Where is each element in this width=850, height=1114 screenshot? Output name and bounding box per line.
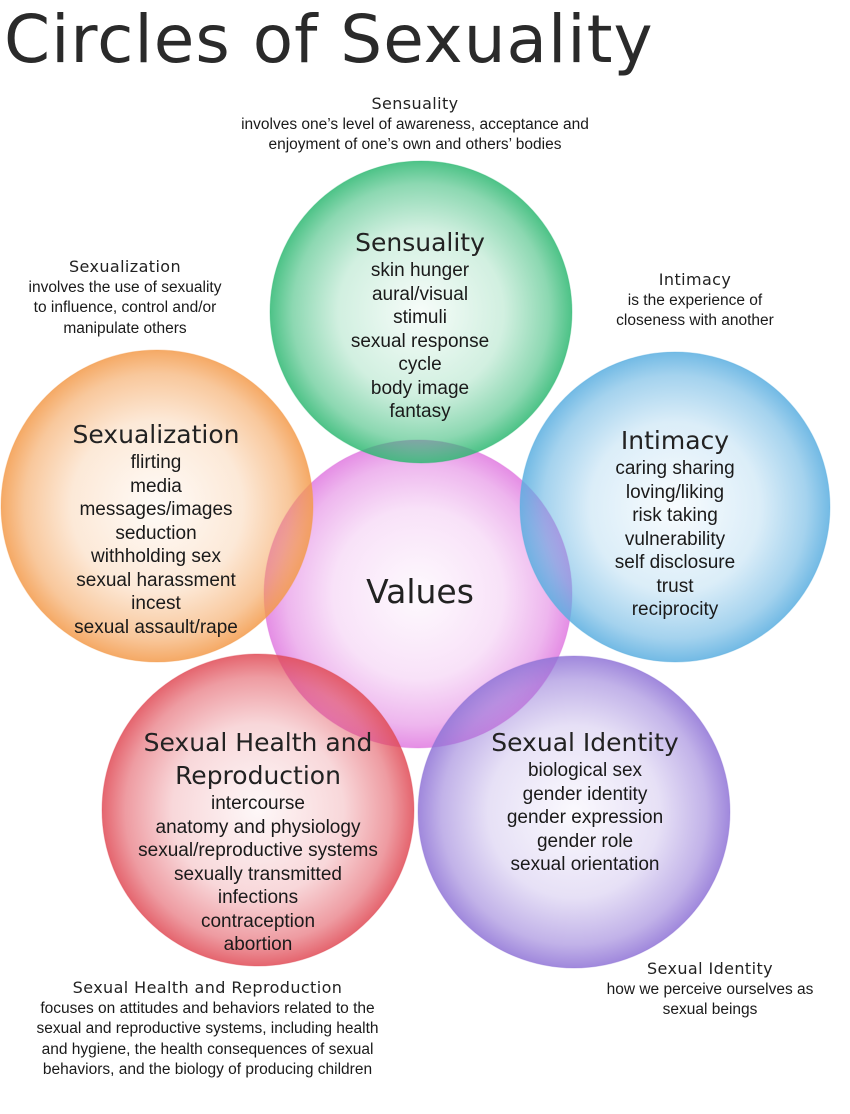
sensuality-item: sexual response — [350, 330, 490, 352]
sexualization-circle — [0, 349, 314, 663]
health-item: anatomy and physiology — [155, 816, 361, 838]
values-label: Values — [366, 572, 474, 611]
intimacy-circle — [519, 351, 831, 663]
intimacy-item: reciprocity — [631, 599, 719, 620]
page-title: Circles of Sexuality — [4, 1, 654, 78]
sensuality-item: fantasy — [389, 401, 451, 422]
identity-note-line: how we perceive ourselves as — [606, 980, 814, 998]
health-item: intercourse — [211, 793, 305, 814]
sexualization-item: incest — [131, 593, 181, 614]
identity-item: gender expression — [506, 807, 664, 828]
identity-circle-text: Sexual Identity biological sex gender id… — [460, 726, 710, 877]
sexualization-item: media — [130, 475, 182, 497]
intimacy-note: Intimacy is the experience of closeness … — [580, 270, 810, 332]
intimacy-note-heading: Intimacy — [658, 270, 732, 289]
health-circle — [101, 653, 415, 967]
identity-note-heading: Sexual Identity — [647, 959, 773, 978]
sensuality-note-line: involves one’s level of awareness, accep… — [241, 115, 589, 133]
sensuality-item: aural/visual — [371, 283, 469, 305]
intimacy-item: trust — [656, 575, 694, 597]
identity-note-line: sexual beings — [662, 1001, 758, 1018]
health-circle-text: Sexual Health and Reproduction intercour… — [110, 726, 406, 957]
sensuality-item: cycle — [398, 354, 442, 375]
sexualization-note-line: manipulate others — [63, 319, 187, 337]
sensuality-circle-text: Sensuality skin hunger aural/visual stim… — [300, 226, 540, 424]
identity-item: biological sex — [527, 760, 643, 781]
identity-circle — [417, 655, 731, 969]
identity-item: gender identity — [522, 783, 648, 805]
intimacy-heading: Intimacy — [620, 426, 730, 455]
health-item: sexual/reproductive systems — [138, 840, 378, 861]
intimacy-item: caring sharing — [615, 458, 735, 479]
intimacy-item: risk taking — [632, 505, 718, 526]
health-note-line: behaviors, and the biology of producing … — [42, 1061, 373, 1078]
sexualization-item: sexual harassment — [76, 569, 236, 591]
intimacy-circle-text: Intimacy caring sharing loving/liking ri… — [560, 424, 790, 622]
sexualization-item: withholding sex — [91, 546, 221, 567]
health-note-line: and hygiene, the health consequences of … — [41, 1040, 374, 1058]
sensuality-heading: Sensuality — [355, 228, 485, 257]
sensuality-item: skin hunger — [370, 260, 470, 281]
identity-item: gender role — [536, 830, 634, 852]
sensuality-note-line: enjoyment of one’s own and others’ bodie… — [268, 136, 562, 153]
intimacy-item: loving/liking — [625, 481, 725, 503]
identity-note: Sexual Identity how we perceive ourselve… — [590, 959, 830, 1021]
intimacy-note-line: is the experience of — [627, 291, 763, 309]
health-item: sexually transmitted — [174, 863, 342, 885]
health-note: Sexual Health and Reproduction focuses o… — [0, 978, 415, 1081]
sexualization-note: Sexualization involves the use of sexual… — [0, 257, 250, 339]
health-item: infections — [217, 887, 299, 908]
health-item: contraception — [200, 910, 316, 932]
sensuality-circle — [269, 160, 573, 464]
health-heading-line2: Reproduction — [175, 761, 341, 790]
health-item: abortion — [223, 934, 293, 955]
identity-item: sexual orientation — [510, 854, 660, 875]
health-heading-line1: Sexual Health and — [143, 728, 373, 757]
intimacy-note-line: closeness with another — [616, 312, 774, 329]
sexualization-circle-text: Sexualization flirting media messages/im… — [40, 418, 272, 639]
intimacy-item: vulnerability — [624, 528, 726, 550]
sensuality-item: body image — [370, 377, 470, 399]
sexualization-note-heading: Sexualization — [68, 257, 182, 276]
sexualization-note-line: to influence, control and/or — [33, 299, 217, 316]
identity-heading: Sexual Identity — [491, 728, 679, 757]
intimacy-item: self disclosure — [614, 552, 736, 573]
sexualization-item: seduction — [115, 522, 197, 544]
health-note-line: sexual and reproductive systems, includi… — [36, 1020, 379, 1037]
sensuality-item: stimuli — [393, 307, 447, 328]
sexualization-item: sexual assault/rape — [74, 616, 238, 638]
sensuality-note-heading: Sensuality — [371, 94, 459, 113]
sexualization-item: messages/images — [79, 499, 233, 520]
health-note-line: focuses on attitudes and behaviors relat… — [40, 999, 375, 1017]
sensuality-note: Sensuality involves one’s level of aware… — [190, 94, 640, 156]
sexualization-note-line: involves the use of sexuality — [28, 278, 222, 296]
sexualization-item: flirting — [130, 452, 182, 473]
sexualization-heading: Sexualization — [72, 420, 240, 449]
health-note-heading: Sexual Health and Reproduction — [72, 978, 343, 997]
